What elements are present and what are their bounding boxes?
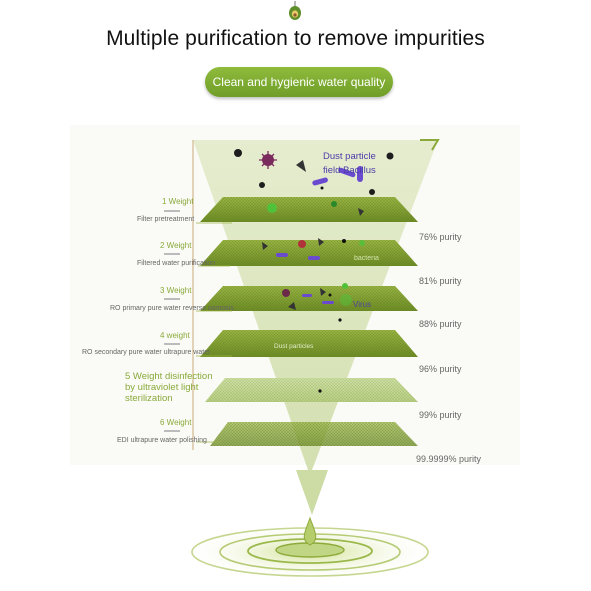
stage-6-desc: EDI ultrapure water polishing xyxy=(117,437,207,444)
stage-4-divider xyxy=(164,343,180,345)
water-quality-badge: Clean and hygienic water quality xyxy=(205,67,393,97)
purity-label-1: 76% purity xyxy=(419,232,462,242)
purity-label-4: 96% purity xyxy=(419,364,462,374)
stage-2-desc: Filtered water purification xyxy=(137,260,216,267)
purity-label-2: 81% purity xyxy=(419,276,462,286)
stage-6-step: 6 Weight xyxy=(160,418,192,427)
bacteria-label: bacteria xyxy=(354,255,379,262)
virus-label: Virus xyxy=(353,300,372,309)
stage-3-step: 3 Weight xyxy=(160,286,192,295)
stage-5-desc: by ultraviolet light sterilization xyxy=(125,382,199,404)
stage-5-step: 5 Weight disinfection xyxy=(125,371,213,382)
stage-1-divider xyxy=(164,210,180,212)
purity-label-3: 88% purity xyxy=(419,319,462,329)
stage-1-step: 1 Weight xyxy=(162,197,194,206)
stage-1-desc: Filter pretreatment xyxy=(137,216,195,223)
purity-label-5: 99% purity xyxy=(419,410,462,420)
field-bacillus-label: field Bacillus xyxy=(323,165,376,176)
stage-4-desc: RO secondary pure water ultrapure water xyxy=(82,349,211,356)
avocado-logo-icon xyxy=(289,1,301,20)
stage-2-divider xyxy=(164,253,180,255)
stage-2-step: 2 Weight xyxy=(160,241,192,250)
page-title: Multiple purification to remove impuriti… xyxy=(106,27,485,50)
stage-5-label: 5 Weight disinfection by ultraviolet lig… xyxy=(125,371,225,404)
stage-6-divider xyxy=(164,430,180,432)
stage-3-desc: RO primary pure water reverse osmosis xyxy=(110,305,234,312)
purity-label-6: 99.9999% purity xyxy=(416,454,482,464)
dust-particles-label: Dust particles xyxy=(274,343,314,350)
stage-3-divider xyxy=(164,298,180,300)
dust-particle-label: Dust particle xyxy=(323,151,376,162)
stage-4-step: 4 weight xyxy=(160,331,190,340)
